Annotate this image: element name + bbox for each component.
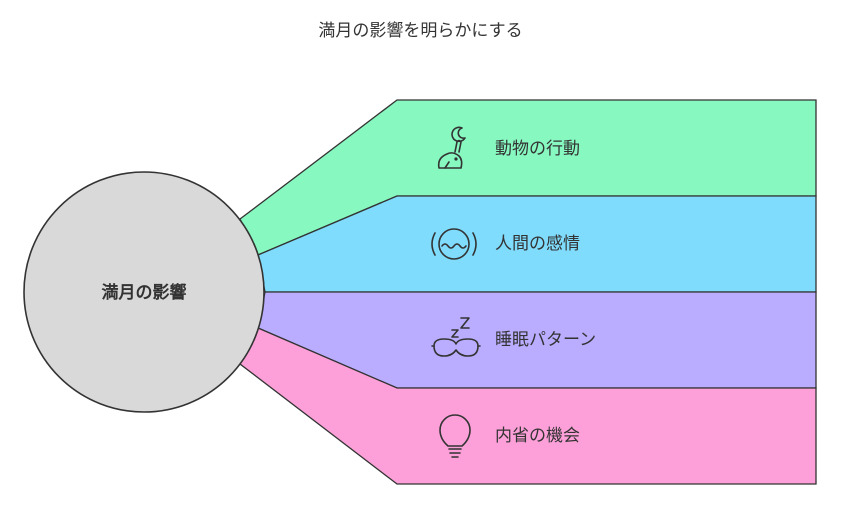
center-node-label: 満月の影響 — [102, 282, 187, 303]
branch-label-sleep-pattern: 睡眠パターン — [495, 330, 596, 350]
sleep-mask-icon — [431, 317, 481, 357]
rabbit-moon-icon — [437, 126, 466, 169]
diagram-title: 満月の影響を明らかにする — [318, 21, 523, 41]
branch-label-reflection: 内省の機会 — [495, 426, 580, 446]
branch-label-animal-behavior: 動物の行動 — [495, 139, 580, 159]
calm-face-waves-icon — [431, 228, 477, 260]
lightbulb-icon — [439, 414, 471, 458]
branch-label-human-emotion: 人間の感情 — [495, 234, 580, 254]
center-node — [23, 171, 265, 413]
